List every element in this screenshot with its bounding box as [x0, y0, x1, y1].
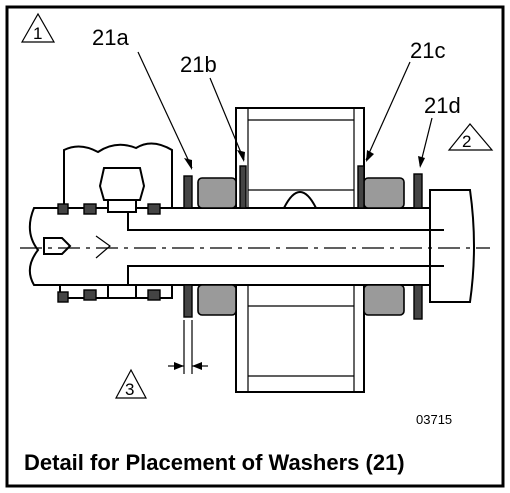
shaft: [28, 207, 471, 286]
shaft-bore-taper: [95, 235, 111, 259]
lower-bolt-left: [57, 291, 69, 303]
washer-21d-upper: [413, 173, 423, 209]
leader-21a-arrow: [184, 158, 192, 170]
note-3-number: 3: [125, 380, 134, 399]
bearing-lower-left: [197, 284, 237, 316]
washer-21c: [357, 165, 365, 209]
gear-upper-inner: [247, 108, 355, 208]
washer-21a-upper: [183, 175, 193, 209]
figure-number: 03715: [416, 412, 452, 427]
bearing-upper-left: [197, 177, 237, 209]
lower-bolt-mid: [83, 289, 97, 301]
note-1-number: 1: [33, 24, 42, 43]
gear-lower-inner: [247, 285, 355, 392]
bearing-lower-right: [363, 284, 405, 316]
leader-21c: [365, 61, 411, 161]
shaft-bore: [43, 237, 72, 255]
note-2-number: 2: [462, 132, 471, 151]
washer-21d-lower: [413, 284, 423, 320]
leader-21b-arrow: [237, 150, 245, 162]
label-21d: 21d: [424, 93, 461, 118]
upper-bolt-mid: [83, 203, 97, 215]
note-1-triangle: [20, 12, 56, 43]
upper-bolt-right: [147, 203, 161, 215]
washer-21a-lower: [183, 284, 193, 318]
dim-arrow-right: [192, 362, 202, 370]
washer-21b: [239, 165, 247, 209]
housing-upper-stem: [107, 199, 137, 213]
label-21b: 21b: [180, 52, 217, 77]
leader-21c-arrow: [366, 150, 374, 162]
leader-21d-arrow: [418, 156, 425, 168]
shaft-end-cap: [429, 189, 475, 303]
note-2-triangle: [447, 123, 494, 151]
bearing-upper-right: [363, 177, 405, 209]
housing-upper-boss: [98, 167, 146, 201]
note-3-triangle: [114, 368, 148, 399]
label-21a: 21a: [92, 25, 129, 50]
figure-caption: Detail for Placement of Washers (21): [24, 450, 405, 475]
upper-bolt-left: [57, 203, 69, 215]
leader-21a: [137, 51, 193, 169]
shaft-step: [127, 208, 444, 285]
leader-21b: [209, 77, 245, 161]
label-21c: 21c: [410, 38, 445, 63]
lower-bolt-right: [147, 289, 161, 301]
gear-lower: [235, 284, 365, 393]
lower-spacer: [107, 284, 137, 299]
gear-hub-dome: [282, 191, 318, 209]
dim-arrow-left: [174, 362, 184, 370]
